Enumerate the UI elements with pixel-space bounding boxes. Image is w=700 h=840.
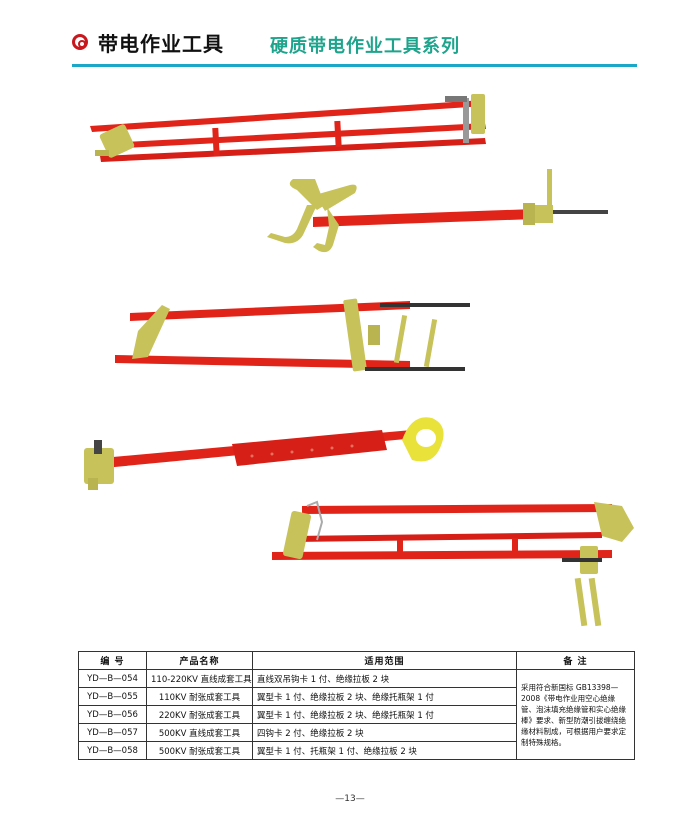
tool-photo-2-drawing	[267, 169, 608, 253]
col-header-note: 备 注	[516, 651, 635, 670]
product-code: YD—B—058	[78, 741, 147, 760]
product-name: 220KV 耐张成套工具	[146, 705, 253, 724]
product-code: YD—B—057	[78, 723, 147, 742]
page-number: —13—	[335, 794, 365, 804]
table-row: YD—B—054 110-220KV 直线成套工具 直线双吊钩卡 1 付、绝缘拉…	[78, 669, 635, 760]
product-scope: 翼型卡 1 付、托瓶架 1 付、绝缘拉板 2 块	[252, 741, 517, 760]
table-row: YD—B—057 500KV 直线成套工具 四钩卡 2 付、绝缘拉板 2 块	[78, 723, 635, 742]
product-name: 500KV 直线成套工具	[146, 723, 253, 742]
product-scope: 四钩卡 2 付、绝缘拉板 2 块	[252, 723, 517, 742]
tool-photo-5	[262, 492, 647, 627]
product-scope: 翼型卡 1 付、绝缘拉板 2 块、绝缘托瓶架 1 付	[252, 687, 517, 706]
product-code: YD—B—054	[78, 669, 147, 688]
table-row: YD—B—055 110KV 耐张成套工具 翼型卡 1 付、绝缘拉板 2 块、绝…	[78, 687, 635, 706]
spec-table-header-row: 编 号 产品名称 适用范围 备 注	[78, 651, 635, 670]
tool-photo-5-drawing	[272, 500, 634, 627]
col-header-code: 编 号	[78, 651, 147, 670]
tool-photo-3-drawing	[115, 298, 470, 372]
page-subtitle: 硬质带电作业工具系列	[270, 36, 460, 57]
product-scope: 翼型卡 1 付、绝缘拉板 2 块、绝缘托瓶架 1 付	[252, 705, 517, 724]
product-scope: 直线双吊钩卡 1 付、绝缘拉板 2 块	[252, 669, 517, 688]
double-circle-icon	[72, 34, 88, 50]
product-note: 采用符合新国标 GB13398—2008《带电作业用空心绝缘管、泡沫填充绝缘管和…	[516, 669, 635, 760]
spec-table: 编 号 产品名称 适用范围 备 注 YD—B—054 110-220KV 直线成…	[78, 651, 635, 760]
header-divider	[72, 64, 637, 67]
table-row: YD—B—058 500KV 耐张成套工具 翼型卡 1 付、托瓶架 1 付、绝缘…	[78, 741, 635, 760]
col-header-scope: 适用范围	[252, 651, 517, 670]
page-title: 带电作业工具	[98, 32, 224, 56]
col-header-name: 产品名称	[146, 651, 253, 670]
tool-photo-4-drawing	[84, 417, 444, 490]
product-name: 500KV 耐张成套工具	[146, 741, 253, 760]
tool-photo-3	[110, 295, 475, 385]
tool-photo-1-drawing	[90, 94, 486, 162]
product-name: 110KV 耐张成套工具	[146, 687, 253, 706]
product-code: YD—B—055	[78, 687, 147, 706]
product-code: YD—B—056	[78, 705, 147, 724]
tool-photo-2	[255, 165, 610, 260]
product-name: 110-220KV 直线成套工具	[146, 669, 253, 688]
page-header: 带电作业工具 硬质带电作业工具系列	[72, 26, 637, 68]
tool-photo-4	[82, 408, 452, 500]
tool-photo-1	[85, 88, 495, 168]
